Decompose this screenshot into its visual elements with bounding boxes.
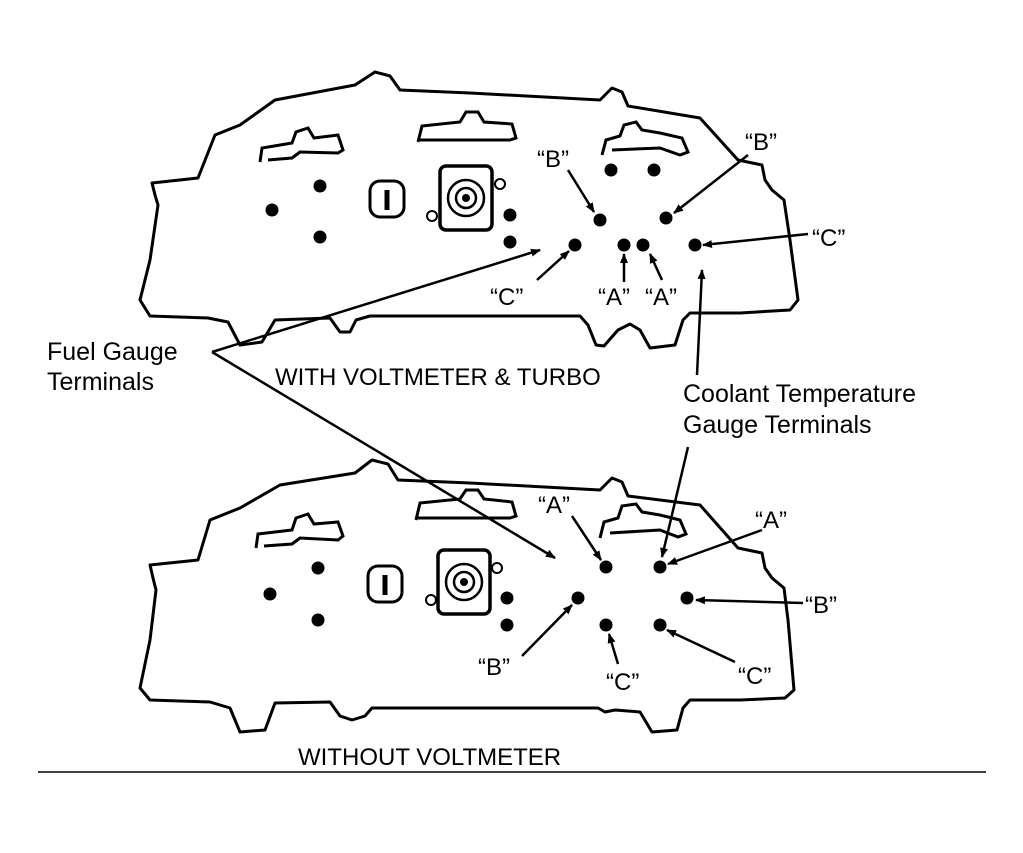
terminal-dot [313,230,327,244]
top-label-b-left: “B” [537,146,569,173]
arrow [702,232,809,249]
terminal-dot [500,591,514,605]
arrow [566,169,596,213]
top-bracket-mid [416,110,518,143]
bottom-connector-center [460,578,468,586]
top-label-a-left: “A” [598,284,630,311]
bottom-terminal-dots [263,560,694,632]
bottom-panel-caption: WITHOUT VOLTMETER [298,744,561,771]
bottom-label-a-right: “A” [755,507,787,534]
coolant-gauge-callout: Coolant Temperature Gauge Terminals [660,269,916,558]
bottom-label-c-right: “C” [738,663,771,690]
arrow [607,633,620,665]
terminal-dot [617,238,631,252]
top-connector-ring-inner [454,186,478,210]
terminal-dot [680,591,694,605]
top-bracket-left [258,126,345,163]
bottom-connector-ring-inner [452,570,476,594]
bottom-label-a-left: “A” [538,492,570,519]
terminal-dot [503,208,517,222]
bottom-connector-icon [436,548,492,616]
terminal-dot [636,238,650,252]
top-panel-caption: WITH VOLTMETER & TURBO [275,364,601,391]
terminal-dot [265,203,279,217]
top-connector-center [462,194,470,202]
bottom-label-b-left: “B” [478,654,510,681]
arrow [570,515,603,561]
terminal-dot [568,238,582,252]
terminal-dot [263,587,277,601]
bottom-bracket-mid [414,488,518,521]
terminal-dot [599,618,613,632]
top-connector-icon [438,164,494,232]
fuel-gauge-label-line2: Terminals [47,368,154,396]
terminal-dot [653,618,667,632]
top-bracket-right [600,120,690,157]
fuel-leader-top [211,248,541,354]
bottom-label-b-right: “B” [805,592,837,619]
terminal-dot [604,163,618,177]
arrow [667,528,763,566]
terminal-dot [688,238,702,252]
terminal-dot [311,561,325,575]
coolant-label-line1: Coolant Temperature [683,380,916,408]
arrow [521,604,573,657]
top-terminal-dots [265,163,702,252]
fuel-gauge-label-line1: Fuel Gauge [47,338,178,366]
terminal-dot [500,618,514,632]
top-pointer-arrows [536,154,809,282]
terminal-dot [571,591,585,605]
terminal-dot [647,163,661,177]
bottom-bracket-right [598,502,688,539]
terminal-dot [599,560,613,574]
terminal-dot [653,560,667,574]
top-connector-ring-outer [446,178,486,218]
bottom-cluster: “A” “A” “B” “B” “C” “C” WITHOUT VOLTMETE… [138,458,837,771]
terminal-dot [503,235,517,249]
terminal-dot [659,211,673,225]
bottom-connector-tab-b [425,594,437,606]
top-label-c-left: “C” [490,284,523,311]
top-connector-tab-b [426,210,438,222]
bottom-pointer-arrows [521,515,804,665]
arrow [536,250,570,281]
top-cluster: “B” “B” “C” “C” “A” “A” WITH VOLTMETER &… [138,70,845,391]
top-label-a-right: “A” [645,284,677,311]
coolant-label-line2: Gauge Terminals [683,411,872,439]
arrow [695,596,804,605]
coolant-leader-top [695,269,706,376]
fuel-leader-bottom [211,350,556,560]
arrow [673,154,749,214]
terminal-dot [593,213,607,227]
bottom-connector-ring-outer [444,562,484,602]
bottom-odometer-icon [366,564,404,604]
arrow [666,628,736,664]
bottom-cluster-outline [138,458,796,734]
top-odometer-icon [368,179,406,219]
coolant-leader-bottom [660,446,690,558]
top-label-b-right: “B” [745,129,777,156]
terminal-dot [313,179,327,193]
top-connector-tab-a [494,178,506,190]
top-label-c-right: “C” [812,225,845,252]
fuel-gauge-callout: Fuel Gauge Terminals [47,248,556,560]
bottom-label-c-center: “C” [606,669,639,696]
terminal-dot [311,613,325,627]
arrow [648,253,664,281]
bottom-connector-tab-a [491,562,503,574]
bottom-bracket-left [254,512,345,549]
